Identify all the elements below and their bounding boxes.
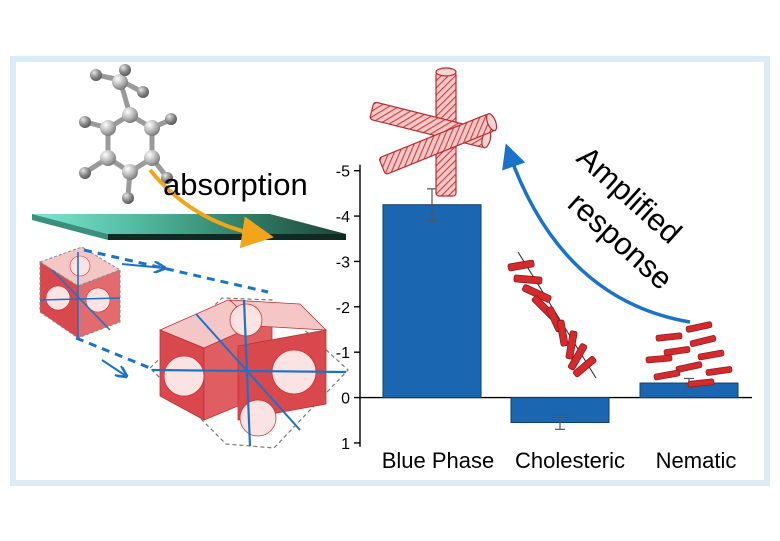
y-tick-label: -1 bbox=[336, 345, 350, 362]
blue-phase-rods-icon bbox=[369, 67, 498, 197]
molecule-atoms bbox=[79, 64, 177, 204]
bar-chart: -5 -4 -3 -2 -1 0 1 Blue Phase Cholesteric Nemati… bbox=[336, 164, 752, 473]
y-tick-label: -4 bbox=[336, 209, 350, 226]
absorption-label: absorption bbox=[163, 167, 308, 202]
zoom-arrows bbox=[75, 248, 269, 376]
bars bbox=[382, 204, 739, 424]
y-ticks: -5 -4 -3 -2 -1 0 1 bbox=[336, 164, 360, 453]
bar bbox=[382, 204, 482, 399]
error-bars bbox=[427, 188, 694, 430]
category-labels: Blue Phase Cholesteric Nematic bbox=[382, 448, 737, 473]
film-substrate bbox=[32, 214, 346, 240]
category-label: Blue Phase bbox=[382, 448, 495, 473]
absorption-arrow bbox=[148, 168, 274, 249]
category-label: Nematic bbox=[656, 448, 737, 473]
y-tick-label: 0 bbox=[341, 391, 350, 408]
large-cube bbox=[149, 297, 349, 449]
y-tick-label: -2 bbox=[336, 300, 350, 317]
small-cube bbox=[38, 246, 122, 339]
amplified-response-arrow bbox=[502, 143, 691, 324]
nematic-rods-icon bbox=[645, 321, 733, 388]
y-tick-label: -5 bbox=[336, 164, 350, 181]
cholesteric-rods-icon bbox=[507, 251, 597, 379]
y-tick-label: 1 bbox=[341, 436, 350, 453]
category-label: Cholesteric bbox=[515, 448, 625, 473]
y-tick-label: -3 bbox=[336, 254, 350, 271]
